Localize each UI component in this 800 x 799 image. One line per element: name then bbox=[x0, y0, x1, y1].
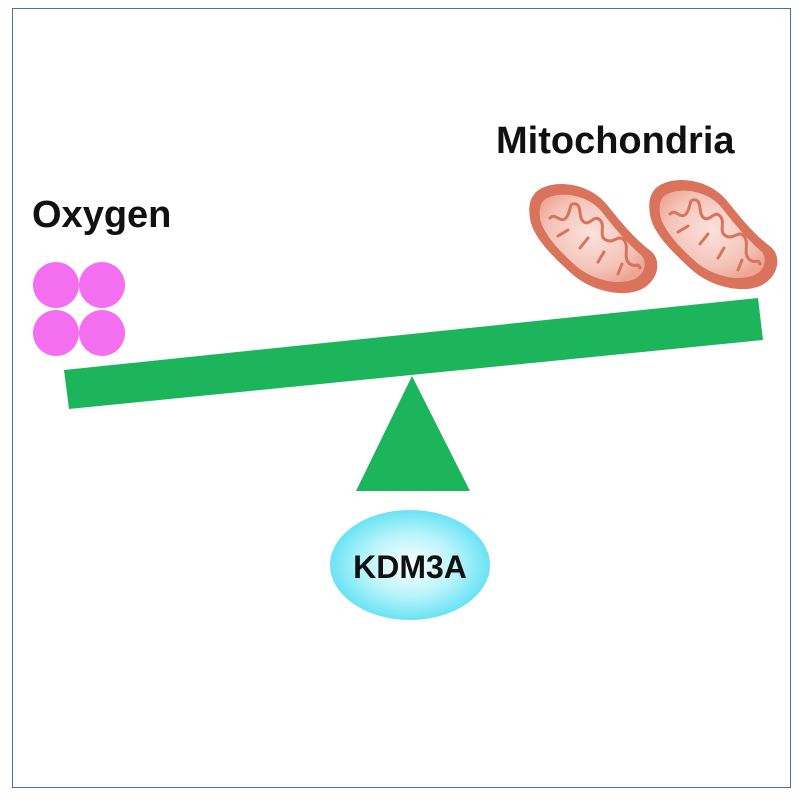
oxygen-molecule-icon bbox=[33, 310, 79, 356]
oxygen-molecule-icon bbox=[79, 310, 125, 356]
kdm3a-label: KDM3A bbox=[353, 549, 467, 585]
mitochondria-label: Mitochondria bbox=[496, 120, 735, 162]
oxygen-molecule-icon bbox=[33, 262, 79, 308]
oxygen-label: Oxygen bbox=[32, 194, 172, 236]
seesaw-fulcrum bbox=[356, 376, 470, 491]
oxygen-molecules bbox=[33, 262, 125, 356]
mitochondrion-icon bbox=[649, 179, 778, 290]
kdm3a-oval bbox=[330, 510, 490, 620]
mitochondrion-icon bbox=[529, 183, 658, 294]
seesaw-beam bbox=[64, 298, 763, 409]
oxygen-molecule-icon bbox=[79, 262, 125, 308]
kdm3a-node: KDM3A bbox=[330, 510, 490, 620]
